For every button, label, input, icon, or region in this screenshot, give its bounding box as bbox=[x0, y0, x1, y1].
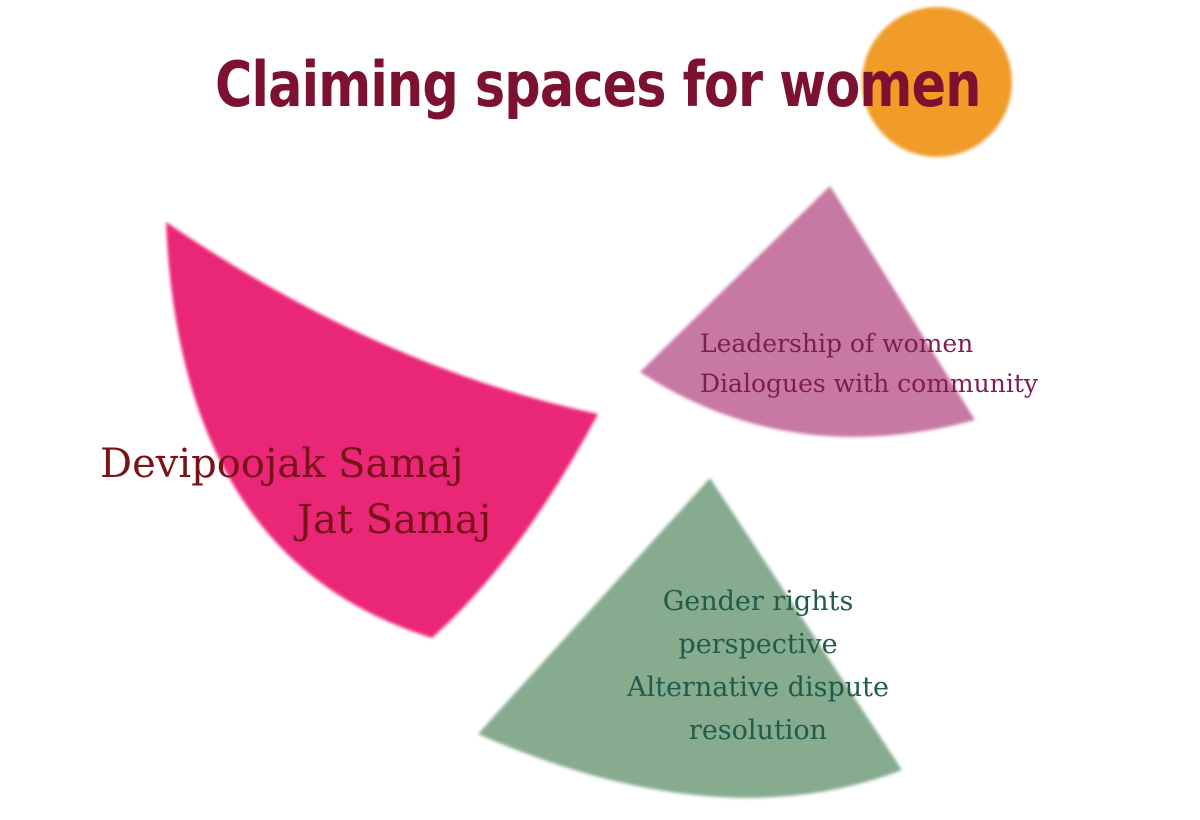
green-label-line-1: Gender rights bbox=[662, 586, 854, 617]
pink-fan-shape bbox=[166, 222, 598, 638]
page-title: Claiming spaces for women bbox=[215, 48, 981, 121]
green-label-line-3: Alternative dispute bbox=[627, 672, 889, 703]
pink-group-labels: Devipoojak Samaj Jat Samaj bbox=[100, 436, 491, 548]
green-group-labels: Gender rights perspective Alternative di… bbox=[596, 580, 920, 752]
orange-circle bbox=[862, 7, 1012, 157]
mauve-label-line-2: Dialogues with community bbox=[700, 369, 1038, 398]
mauve-group-labels: Leadership of women Dialogues with commu… bbox=[700, 324, 1038, 404]
green-label-line-4: resolution bbox=[688, 715, 828, 746]
mauve-fan-shape bbox=[640, 186, 975, 437]
green-label-line-2: perspective bbox=[678, 629, 838, 660]
mauve-label-line-1: Leadership of women bbox=[700, 329, 974, 358]
green-fan-shape bbox=[478, 478, 902, 798]
pink-label-line-2: Jat Samaj bbox=[297, 497, 492, 543]
pink-label-line-1: Devipoojak Samaj bbox=[100, 441, 464, 487]
